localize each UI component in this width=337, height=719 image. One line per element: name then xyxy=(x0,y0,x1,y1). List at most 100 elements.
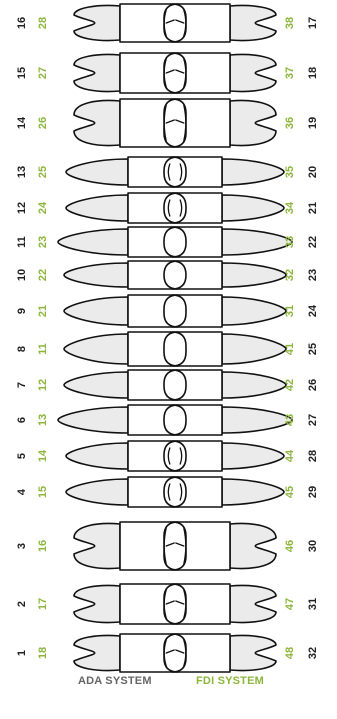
tooth-crown xyxy=(172,634,230,672)
tooth-crown xyxy=(120,522,178,570)
occlusal-groove xyxy=(176,640,186,666)
tooth-ada-31 xyxy=(164,584,276,624)
tooth-root xyxy=(230,585,276,622)
tooth-ada-1 xyxy=(74,634,186,672)
tooth-crown xyxy=(120,53,178,93)
tooth-crown xyxy=(128,332,178,366)
fdi-number-31: 31 xyxy=(284,305,296,317)
occlusal-groove xyxy=(180,448,182,464)
tooth-crown xyxy=(120,99,178,147)
tooth-ada-14 xyxy=(74,99,186,147)
fdi-number-28: 28 xyxy=(37,17,49,29)
ada-number-18: 18 xyxy=(307,67,319,79)
tooth-crown xyxy=(128,261,178,289)
tooth-ada-23 xyxy=(172,261,286,289)
tooth-crown xyxy=(128,295,178,327)
tooth-ada-19 xyxy=(164,99,276,147)
fdi-number-13: 13 xyxy=(37,414,49,426)
tooth-ada-25 xyxy=(172,332,286,366)
fdi-number-37: 37 xyxy=(284,67,296,79)
tooth-root xyxy=(222,334,286,364)
tooth-ada-32 xyxy=(164,634,276,672)
ada-number-29: 29 xyxy=(307,486,319,498)
tooth-root xyxy=(58,229,128,255)
fdi-number-46: 46 xyxy=(284,540,296,552)
ada-number-17: 17 xyxy=(307,17,319,29)
tooth-root xyxy=(222,263,286,287)
ada-number-20: 20 xyxy=(307,166,319,178)
ada-number-25: 25 xyxy=(307,343,319,355)
fdi-number-32: 32 xyxy=(284,269,296,281)
ada-number-24: 24 xyxy=(307,304,319,317)
tooth-crown xyxy=(172,261,222,289)
tooth-ada-10 xyxy=(64,261,178,289)
tooth-root xyxy=(230,54,276,91)
tooth-root xyxy=(222,297,286,325)
ada-number-21: 21 xyxy=(307,202,319,214)
fdi-number-48: 48 xyxy=(284,647,296,659)
tooth-root xyxy=(74,5,120,40)
tooth-ada-12 xyxy=(66,193,182,223)
tooth-root xyxy=(66,479,128,505)
tooth-root xyxy=(74,635,120,670)
ada-number-12: 12 xyxy=(16,202,28,214)
tooth-crown xyxy=(128,227,178,257)
ada-number-4: 4 xyxy=(16,488,28,495)
tooth-ada-28 xyxy=(168,441,284,471)
fdi-number-12: 12 xyxy=(37,379,49,391)
tooth-crown xyxy=(120,4,178,42)
tooth-root xyxy=(222,229,292,255)
tooth-ada-9 xyxy=(64,295,178,327)
ada-number-5: 5 xyxy=(16,453,28,459)
tooth-ada-11 xyxy=(58,227,178,257)
occlusal-groove xyxy=(164,640,174,666)
occlusal-groove xyxy=(168,200,170,216)
fdi-number-23: 23 xyxy=(37,236,49,248)
ada-number-8: 8 xyxy=(16,346,28,352)
tooth-crown xyxy=(120,634,178,672)
tooth-root xyxy=(222,443,284,469)
tooth-root xyxy=(66,443,128,469)
fdi-number-27: 27 xyxy=(37,67,49,79)
fdi-number-45: 45 xyxy=(284,486,296,498)
fdi-number-41: 41 xyxy=(284,343,296,355)
occlusal-groove xyxy=(168,164,170,180)
ada-number-19: 19 xyxy=(307,117,319,129)
tooth-crown xyxy=(128,405,178,435)
fdi-number-11: 11 xyxy=(37,343,49,355)
tooth-ada-5 xyxy=(66,441,182,471)
ada-number-32: 32 xyxy=(307,647,319,659)
tooth-root xyxy=(64,334,128,364)
occlusal-groove xyxy=(180,484,182,500)
upper-arch xyxy=(58,4,186,672)
tooth-crown xyxy=(128,157,178,187)
ada-number-31: 31 xyxy=(307,598,319,610)
fdi-number-42: 42 xyxy=(284,379,296,391)
tooth-root xyxy=(222,159,284,185)
fdi-number-14: 14 xyxy=(37,449,49,462)
ada-number-3: 3 xyxy=(16,543,28,549)
tooth-crown xyxy=(172,477,222,507)
tooth-root xyxy=(222,479,284,505)
tooth-ada-24 xyxy=(172,295,286,327)
ada-number-16: 16 xyxy=(16,17,28,29)
lower-arch-labels: 1738183719362035213422332332243125412642… xyxy=(284,17,319,659)
tooth-root xyxy=(64,372,128,398)
ada-number-27: 27 xyxy=(307,414,319,426)
tooth-ada-20 xyxy=(168,157,284,187)
tooth-ada-17 xyxy=(164,4,276,42)
tooth-ada-4 xyxy=(66,477,182,507)
tooth-crown xyxy=(172,4,230,42)
occlusal-groove xyxy=(176,105,186,141)
tooth-crown xyxy=(172,441,222,471)
fdi-number-18: 18 xyxy=(37,647,49,659)
tooth-crown xyxy=(172,295,222,327)
fdi-number-38: 38 xyxy=(284,17,296,29)
ada-number-2: 2 xyxy=(16,601,28,607)
tooth-root xyxy=(230,635,276,670)
tooth-crown xyxy=(172,227,222,257)
occlusal-groove xyxy=(168,484,170,500)
ada-number-26: 26 xyxy=(307,379,319,391)
occlusal-groove xyxy=(180,164,182,180)
tooth-root xyxy=(74,54,120,91)
